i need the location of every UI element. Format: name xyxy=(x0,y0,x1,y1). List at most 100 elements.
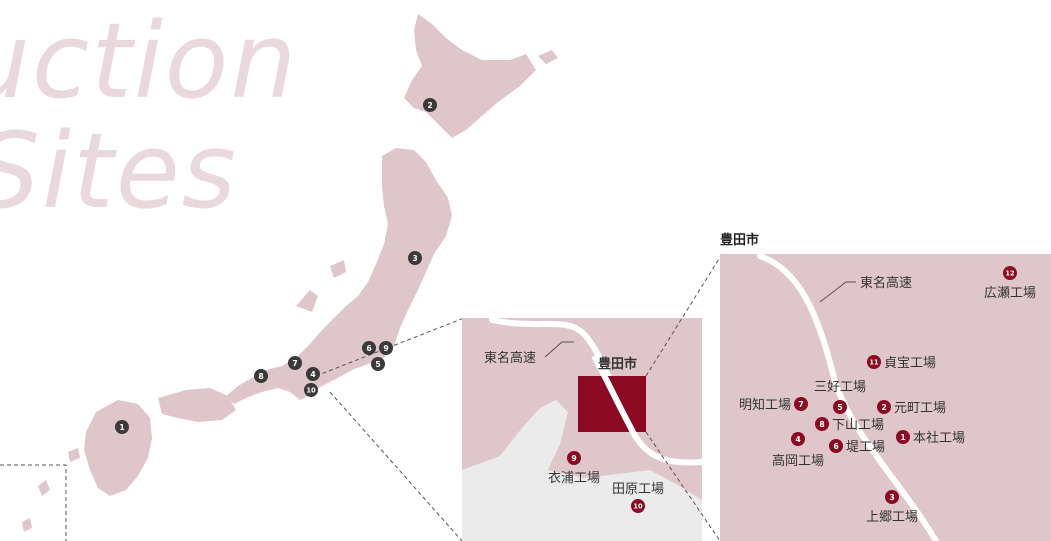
regional-inset-map: 東名高速 豊田市 xyxy=(462,317,705,541)
city-plant-11-pin-number: 11 xyxy=(869,359,879,367)
city-plant-11-pin-marker xyxy=(867,355,881,369)
national-site-5-pin-marker xyxy=(371,357,385,371)
national-site-4-pin: 4 xyxy=(306,367,320,381)
city-plant-8-pin-number: 8 xyxy=(819,420,824,429)
heading-line-2: Sites xyxy=(0,110,238,232)
city-plant-5-pin-number: 5 xyxy=(837,403,842,412)
city-plant-4-pin: 4 xyxy=(791,432,805,446)
page-heading-watermark: uction Sites xyxy=(0,6,298,226)
kuril-islet xyxy=(538,50,558,64)
national-site-2-pin: 2 xyxy=(423,98,437,112)
city-plant-4-pin-marker xyxy=(791,432,805,446)
national-site-1-pin-marker xyxy=(115,420,129,434)
national-site-4-pin-number: 4 xyxy=(310,370,315,379)
city-plant-8-pin: 8 xyxy=(815,417,829,431)
city-plant-7-name: 明知工場 xyxy=(739,397,791,413)
city-plant-7-pin: 7 xyxy=(794,397,808,411)
national-site-6-pin: 6 xyxy=(362,341,376,355)
regional-plant-9-pin-number: 9 xyxy=(571,454,576,463)
national-site-7-pin-number: 7 xyxy=(292,359,297,368)
city-plant-4-name: 高岡工場 xyxy=(772,453,824,469)
tomei-road-city xyxy=(757,253,939,541)
hokkaido-island xyxy=(404,14,536,138)
okinawa-frame-line xyxy=(0,464,67,541)
national-site-8-pin-marker xyxy=(254,369,268,383)
city-plant-12-pin: 12 xyxy=(1003,266,1017,280)
national-site-6-pin-marker xyxy=(362,341,376,355)
city-plant-7-pin-marker xyxy=(794,397,808,411)
city-plant-3-pin: 3 xyxy=(885,490,899,504)
regional-plant-9-name: 衣浦工場 xyxy=(548,470,600,486)
noto-peninsula xyxy=(296,290,318,312)
national-site-1-pin: 1 xyxy=(115,420,129,434)
national-site-9-pin-marker xyxy=(379,341,393,355)
city-inset-bg xyxy=(720,254,1051,541)
national-site-5-pin-number: 5 xyxy=(375,360,380,369)
kyushu-island xyxy=(84,400,152,496)
city-plant-6-pin-marker xyxy=(829,439,843,453)
city-inset-map: 豊田市 東名高速 xyxy=(720,232,1051,541)
city-plant-5-pin-marker xyxy=(833,400,847,414)
leader-line-city-upper xyxy=(645,253,723,377)
city-plant-2-pin: 2 xyxy=(877,400,891,414)
leader-line-lower xyxy=(329,391,463,541)
national-site-10-pin-number: 10 xyxy=(306,387,316,395)
city-plant-3-name: 上郷工場 xyxy=(866,510,918,525)
city-plant-2-pin-marker xyxy=(877,400,891,414)
national-site-2-pin-marker xyxy=(423,98,437,112)
city-plant-2-pin-number: 2 xyxy=(881,403,886,412)
national-site-7-pin-marker xyxy=(288,356,302,370)
city-plant-3-pin-marker xyxy=(885,490,899,504)
regional-plant-9-pin: 9 xyxy=(567,451,581,465)
city-plant-11-pin: 11 xyxy=(867,355,881,369)
national-site-2-pin-number: 2 xyxy=(427,101,432,110)
city-plant-1-pin-number: 1 xyxy=(900,433,905,442)
city-plant-11-name: 貞宝工場 xyxy=(884,356,936,371)
city-plant-12-name: 広瀬工場 xyxy=(984,286,1036,301)
city-plant-5-pin: 5 xyxy=(833,400,847,414)
city-expressway-label: 東名高速 xyxy=(860,275,912,291)
regional-plant-10-pin-number: 10 xyxy=(633,503,643,511)
heading-line-1: uction xyxy=(0,0,299,122)
city-plant-6-pin: 6 xyxy=(829,439,843,453)
national-site-10-pin-marker xyxy=(304,383,318,397)
city-plant-12-pin-number: 12 xyxy=(1005,270,1015,278)
national-site-8-pin: 8 xyxy=(254,369,268,383)
honshu-island xyxy=(226,148,452,404)
city-inset-caption: 豊田市 xyxy=(720,232,759,248)
national-site-3-pin-number: 3 xyxy=(412,254,417,263)
national-site-9-pin: 9 xyxy=(379,341,393,355)
expressway-callout-line xyxy=(544,341,563,358)
city-plant-2-name: 元町工場 xyxy=(894,401,946,416)
shikoku-island xyxy=(158,388,236,422)
city-plant-8-name: 下山工場 xyxy=(832,418,884,433)
national-site-3-pin-marker xyxy=(408,251,422,265)
city-plant-7-pin-number: 7 xyxy=(798,400,803,409)
southern-islets xyxy=(22,448,80,532)
japan-landmass xyxy=(22,14,558,532)
national-site-4-pin-marker xyxy=(306,367,320,381)
regional-plant-10-pin: 10 xyxy=(631,499,645,513)
city-plant-1-name: 本社工場 xyxy=(913,430,965,446)
regional-plant-10-pin-marker xyxy=(631,499,645,513)
city-plant-8-pin-marker xyxy=(815,417,829,431)
national-site-8-pin-number: 8 xyxy=(258,372,263,381)
tomei-road-in-highlight xyxy=(591,354,637,436)
national-site-pins: 1 2 3 4 56 7 8 9 10 xyxy=(115,98,437,434)
tomei-road-regional xyxy=(489,317,705,466)
city-plant-5-name: 三好工場 xyxy=(814,380,866,395)
national-site-5-pin: 5 xyxy=(371,357,385,371)
regional-expressway-label: 東名高速 xyxy=(484,350,536,366)
national-site-3-pin: 3 xyxy=(408,251,422,265)
regional-city-label: 豊田市 xyxy=(598,356,637,372)
city-expressway-callout xyxy=(819,281,847,303)
national-site-6-pin-number: 6 xyxy=(366,344,371,353)
leader-line-city-lower xyxy=(645,431,721,541)
city-plant-1-pin-marker xyxy=(896,430,910,444)
regional-plant-9-pin-marker xyxy=(567,451,581,465)
city-plant-6-pin-number: 6 xyxy=(833,442,838,451)
